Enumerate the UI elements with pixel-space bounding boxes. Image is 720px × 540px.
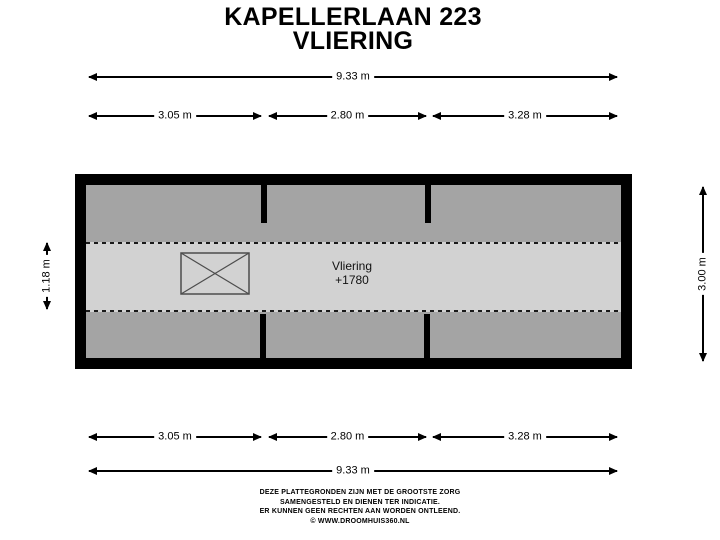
- dimension-right-height: 3.00 m: [695, 186, 711, 362]
- dimension-bottom-total: 9.33 m: [88, 463, 618, 479]
- roofline-dashed-top: [86, 242, 621, 244]
- wall-stub-top-left: [261, 185, 267, 223]
- arrow-right-icon: [609, 467, 618, 475]
- dimension-left-height: 1.18 m: [39, 242, 55, 310]
- arrow-right-icon: [253, 112, 262, 120]
- arrow-left-icon: [88, 433, 97, 441]
- floor-title: VLIERING: [292, 27, 414, 55]
- roofline-dashed-bottom: [86, 310, 621, 312]
- arrow-right-icon: [418, 112, 427, 120]
- dimension-label: 3.28 m: [504, 108, 546, 124]
- room-label: Vliering +1780: [252, 259, 452, 287]
- arrow-left-icon: [88, 112, 97, 120]
- arrow-right-icon: [418, 433, 427, 441]
- page-title: KAPELLERLAAN 223 VLIERING: [0, 3, 706, 55]
- arrow-right-icon: [609, 433, 618, 441]
- room-name: Vliering: [331, 259, 373, 273]
- dimension-label: 2.80 m: [326, 108, 369, 124]
- arrow-left-icon: [268, 112, 277, 120]
- arrow-up-icon: [699, 186, 707, 195]
- arrow-right-icon: [609, 73, 618, 81]
- disclaimer-line: © WWW.DROOMHUIS360.NL: [310, 517, 410, 525]
- wall-stub-bottom-left: [260, 314, 266, 358]
- arrow-left-icon: [432, 433, 441, 441]
- dimension-bottom-segment-2: 2.80 m: [268, 429, 427, 445]
- dimension-label: 3.05 m: [154, 108, 196, 124]
- dimension-top-segment-2: 2.80 m: [268, 108, 427, 124]
- floor-plan: Vliering +1780: [75, 174, 632, 369]
- arrow-left-icon: [88, 467, 97, 475]
- dimension-label: 9.33 m: [332, 463, 374, 479]
- room-elevation: +1780: [335, 273, 369, 287]
- arrow-up-icon: [43, 242, 51, 251]
- dimension-top-segment-1: 3.05 m: [88, 108, 262, 124]
- stair-opening-icon: [180, 252, 250, 295]
- disclaimer-line: DEZE PLATTEGRONDEN ZIJN MET DE GROOTSTE …: [259, 489, 461, 496]
- arrow-down-icon: [699, 353, 707, 362]
- plan-interior: Vliering +1780: [86, 185, 621, 358]
- dimension-bottom-segment-1: 3.05 m: [88, 429, 262, 445]
- wall-stub-bottom-right: [424, 314, 430, 358]
- dimension-top-total: 9.33 m: [88, 69, 618, 85]
- wall-stub-top-right: [425, 185, 431, 223]
- dimension-label: 2.80 m: [326, 429, 369, 445]
- dimension-label: 1.18 m: [39, 255, 55, 297]
- arrow-left-icon: [432, 112, 441, 120]
- dimension-label: 3.00 m: [695, 253, 711, 295]
- disclaimer: DEZE PLATTEGRONDEN ZIJN MET DE GROOTSTE …: [0, 488, 720, 526]
- disclaimer-line: SAMENGESTELD EN DIENEN TER INDICATIE.: [279, 498, 441, 506]
- dimension-label: 3.28 m: [504, 429, 546, 445]
- arrow-left-icon: [88, 73, 97, 81]
- dimension-bottom-segment-3: 3.28 m: [432, 429, 618, 445]
- arrow-left-icon: [268, 433, 277, 441]
- address-title: KAPELLERLAAN 223: [224, 3, 482, 31]
- arrow-down-icon: [43, 301, 51, 310]
- dimension-label: 9.33 m: [332, 69, 374, 85]
- arrow-right-icon: [609, 112, 618, 120]
- arrow-right-icon: [253, 433, 262, 441]
- dimension-label: 3.05 m: [154, 429, 196, 445]
- dimension-top-segment-3: 3.28 m: [432, 108, 618, 124]
- vliering-floor-band: [86, 242, 621, 312]
- disclaimer-line: ER KUNNEN GEEN RECHTEN AAN WORDEN ONTLEE…: [259, 508, 461, 515]
